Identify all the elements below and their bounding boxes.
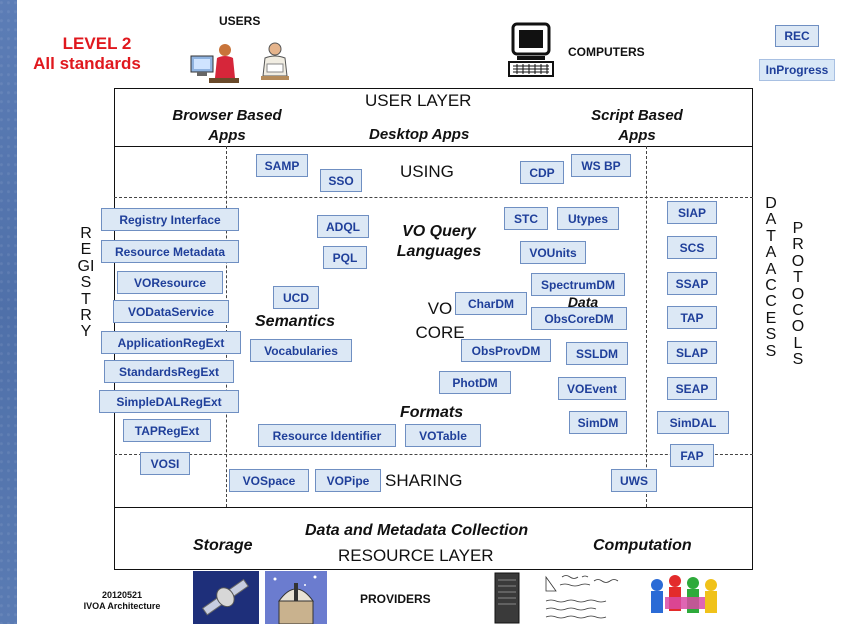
user-layer-divider bbox=[114, 146, 753, 147]
standard-vocabularies[interactable]: Vocabularies bbox=[250, 339, 352, 362]
protocols-label: PROTOCOLS bbox=[791, 220, 805, 369]
puzzle-team-icon bbox=[645, 571, 731, 624]
standard-registry-interface[interactable]: Registry Interface bbox=[101, 208, 239, 231]
standard-stc[interactable]: STC bbox=[504, 207, 548, 230]
standard-spectrumdm[interactable]: SpectrumDM bbox=[531, 273, 625, 296]
query-languages-label: VO Query Languages bbox=[396, 223, 482, 260]
sharing-label: SHARING bbox=[385, 471, 463, 490]
date-label: 20120521 bbox=[101, 590, 143, 600]
script-apps-label: Script Based Apps bbox=[591, 107, 683, 144]
standard-obsprovdm[interactable]: ObsProvDM bbox=[461, 339, 551, 362]
desktop-apps-label: Desktop Apps bbox=[369, 126, 470, 143]
satellite-icon bbox=[193, 571, 259, 624]
registry-divider bbox=[226, 146, 227, 507]
standard-pql[interactable]: PQL bbox=[323, 246, 367, 269]
standard-simdm[interactable]: SimDM bbox=[569, 411, 627, 434]
standard-chardm[interactable]: CharDM bbox=[455, 292, 527, 315]
resource-layer-title: RESOURCE LAYER bbox=[338, 546, 494, 565]
standard-obscoredm[interactable]: ObsCoreDM bbox=[531, 307, 627, 330]
users-label: USERS bbox=[219, 14, 261, 28]
browser-apps-label: Browser Based Apps bbox=[172, 107, 282, 144]
standard-applicationregext[interactable]: ApplicationRegExt bbox=[101, 331, 241, 354]
standard-resource-metadata[interactable]: Resource Metadata bbox=[101, 240, 239, 263]
computers-label: COMPUTERS bbox=[568, 45, 645, 59]
standard-siap[interactable]: SIAP bbox=[667, 201, 717, 224]
standard-tap[interactable]: TAP bbox=[667, 306, 717, 329]
providers-label: PROVIDERS bbox=[360, 592, 431, 606]
standard-vosi[interactable]: VOSI bbox=[140, 452, 190, 475]
standard-seap[interactable]: SEAP bbox=[667, 377, 717, 400]
standard-tapregext[interactable]: TAPRegExt bbox=[123, 419, 211, 442]
equations-icon bbox=[542, 571, 634, 624]
data-access-divider bbox=[646, 146, 647, 507]
standard-voresource[interactable]: VOResource bbox=[117, 271, 223, 294]
standard-samp[interactable]: SAMP bbox=[256, 154, 308, 177]
standard-uws[interactable]: UWS bbox=[611, 469, 657, 492]
standard-adql[interactable]: ADQL bbox=[317, 215, 369, 238]
standard-resource-identifier[interactable]: Resource Identifier bbox=[258, 424, 396, 447]
observatory-icon bbox=[265, 571, 327, 625]
standard-cdp[interactable]: CDP bbox=[520, 161, 564, 184]
user-at-computer-icon bbox=[187, 38, 243, 86]
sharing-divider bbox=[114, 454, 753, 455]
computer-icon bbox=[507, 22, 555, 78]
resource-layer-divider bbox=[114, 507, 753, 508]
using-label: USING bbox=[400, 162, 454, 181]
registry-label: REGISTRY bbox=[77, 225, 95, 341]
standard-voevent[interactable]: VOEvent bbox=[558, 377, 626, 400]
data-collection-label: Data and Metadata Collection bbox=[305, 522, 529, 539]
standard-photdm[interactable]: PhotDM bbox=[439, 371, 511, 394]
standard-vospace[interactable]: VOSpace bbox=[229, 469, 309, 492]
data-access-label: DATA ACCESS bbox=[765, 195, 777, 360]
standard-fap[interactable]: FAP bbox=[670, 444, 714, 467]
architecture-label: IVOA Architecture bbox=[83, 601, 161, 611]
computation-label: Computation bbox=[593, 537, 692, 554]
architecture-slide: LEVEL 2 All standards USERS bbox=[17, 0, 848, 625]
standard-ssap[interactable]: SSAP bbox=[667, 272, 717, 295]
standard-wsbp[interactable]: WS BP bbox=[571, 154, 631, 177]
vo-core-label: VO CORE bbox=[415, 299, 465, 342]
standard-vounits[interactable]: VOUnits bbox=[520, 241, 586, 264]
standard-scs[interactable]: SCS bbox=[667, 236, 717, 259]
architecture-outer-frame bbox=[114, 88, 753, 570]
standard-simdal[interactable]: SimDAL bbox=[657, 411, 729, 434]
standard-sso[interactable]: SSO bbox=[320, 169, 362, 192]
standard-vopipe[interactable]: VOPipe bbox=[315, 469, 381, 492]
user-reading-icon bbox=[253, 40, 297, 84]
standard-simpledalregext[interactable]: SimpleDALRegExt bbox=[99, 390, 239, 413]
semantics-label: Semantics bbox=[255, 313, 336, 330]
standard-votable[interactable]: VOTable bbox=[405, 424, 481, 447]
standard-utypes[interactable]: Utypes bbox=[557, 207, 619, 230]
standard-ssldm[interactable]: SSLDM bbox=[566, 342, 628, 365]
user-layer-title: USER LAYER bbox=[365, 91, 472, 110]
level-label: LEVEL 2 bbox=[62, 34, 132, 53]
standard-vodataservice[interactable]: VODataService bbox=[113, 300, 229, 323]
all-standards-label: All standards bbox=[33, 54, 141, 73]
server-icon bbox=[494, 572, 520, 624]
legend-inprogress-badge: InProgress bbox=[759, 59, 835, 81]
formats-label: Formats bbox=[400, 404, 464, 421]
standard-slap[interactable]: SLAP bbox=[667, 341, 717, 364]
using-divider bbox=[114, 197, 753, 198]
standard-ucd[interactable]: UCD bbox=[273, 286, 319, 309]
legend-rec-badge: REC bbox=[775, 25, 819, 47]
storage-label: Storage bbox=[193, 537, 253, 554]
standard-standardsregext[interactable]: StandardsRegExt bbox=[104, 360, 234, 383]
